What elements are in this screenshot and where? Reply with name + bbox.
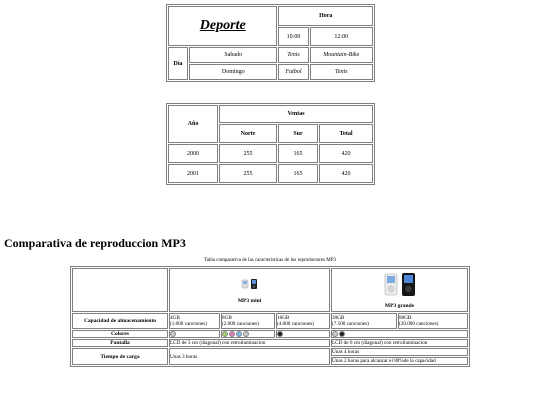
charge-mini: Unas 3 horas [169, 348, 330, 366]
sur-2001: 165 [278, 164, 318, 183]
capacity-mini-8gb: 8GB (2.000 canciones) [221, 313, 275, 329]
dia-header: Día [168, 47, 188, 80]
colors-grande [331, 330, 468, 339]
colors-mini-8gb [221, 330, 275, 339]
hora-header: Hora [278, 6, 373, 26]
color-swatch [222, 331, 228, 337]
mp3-grande-image [332, 272, 467, 300]
capacity-grande-80gb: 80GB (20.000 canciones) [398, 313, 468, 329]
cell-sabado-1200: Mountain-Bike [309, 47, 373, 63]
product-mini-cell: MP3 mini [169, 268, 330, 312]
color-swatch [332, 331, 338, 337]
day-domingo: Domingo [189, 64, 278, 80]
total-2000: 420 [319, 144, 373, 163]
capacity-songs: (20.000 canciones) [399, 321, 439, 327]
cell-domingo-1000: Futbol [278, 64, 309, 80]
product-grande-cell: MP3 grande [331, 268, 468, 312]
ano-header: Año [168, 105, 218, 143]
colors-label: Colores [72, 330, 168, 339]
charge-grande-full: Unas 4 horas [331, 348, 468, 357]
color-swatch [170, 331, 176, 337]
day-sabado: Sabado [189, 47, 278, 63]
norte-2000: 255 [219, 144, 277, 163]
capacity-label: Capacidad de almacenamiento [72, 313, 168, 329]
charge-grande-80: Unas 2 horas para alcanzar el 80%de la c… [331, 357, 468, 366]
capacity-mini-16gb: 16GB (4.000 canciones) [276, 313, 330, 329]
deporte-title: Deporte [199, 18, 246, 33]
capacity-songs: (7.500 canciones) [332, 321, 369, 327]
mp3-heading: Comparativa de reproduccion MP3 [4, 236, 186, 250]
capacity-size: 80GB [399, 315, 412, 321]
capacity-songs: (4.000 canciones) [277, 321, 314, 327]
capacity-songs: (2.000 canciones) [222, 321, 259, 327]
year-2001: 2001 [168, 164, 218, 183]
capacity-songs: (1.000 canciones) [170, 321, 207, 327]
mp3-mini-image [170, 277, 329, 293]
mp3-grande-icon [384, 272, 415, 296]
col-norte: Norte [219, 124, 277, 143]
col-sur: Sur [278, 124, 318, 143]
capacity-size: 30GB [332, 315, 345, 321]
cell-sabado-1000: Tenis [278, 47, 309, 63]
cell-domingo-1200: Tenis [309, 64, 373, 80]
color-swatch [277, 331, 283, 337]
col-total: Total [319, 124, 373, 143]
color-swatch [236, 331, 242, 337]
charge-label: Tiempo de carga [72, 348, 168, 366]
capacity-grande-30gb: 30GB (7.500 canciones) [331, 313, 397, 329]
deporte-title-cell: Deporte [168, 6, 278, 46]
total-2001: 420 [319, 164, 373, 183]
capacity-mini-4gb: 4GB (1.000 canciones) [169, 313, 220, 329]
mp3-comparison-table: MP3 mini MP3 grande Capacidad de almacen… [70, 266, 470, 368]
capacity-size: 8GB [222, 315, 232, 321]
norte-2001: 255 [219, 164, 277, 183]
capacity-size: 16GB [277, 315, 290, 321]
mp3-caption: Tabla comparativa de las caracteristicas… [203, 258, 337, 263]
time-1000: 10:00 [278, 27, 309, 46]
time-1200: 12:00 [309, 27, 373, 46]
screen-label: Pantalla [72, 339, 168, 348]
screen-mini: LCD de 3 cm (diagonal) con retroiluminac… [169, 339, 330, 348]
corner-cell [72, 268, 168, 312]
ventas-header: Ventas [219, 105, 373, 123]
year-2000: 2000 [168, 144, 218, 163]
colors-mini-16gb [276, 330, 330, 339]
color-swatch [229, 331, 235, 337]
product-mini-name: MP3 mini [237, 297, 262, 304]
screen-grande: LCD de 6 cm (diagonal) con retroiluminac… [331, 339, 468, 348]
ventas-table: Año Ventas Norte Sur Total 2000 255 165 … [166, 103, 375, 185]
mp3-mini-icon [241, 278, 257, 289]
product-grande-name: MP3 grande [384, 302, 415, 309]
colors-mini-4gb [169, 330, 220, 339]
color-swatch [243, 331, 249, 337]
color-swatch [339, 331, 345, 337]
capacity-size: 4GB [170, 315, 180, 321]
deporte-table: Deporte Hora 10:00 12:00 Día Sabado Teni… [166, 4, 375, 82]
sur-2000: 165 [278, 144, 318, 163]
